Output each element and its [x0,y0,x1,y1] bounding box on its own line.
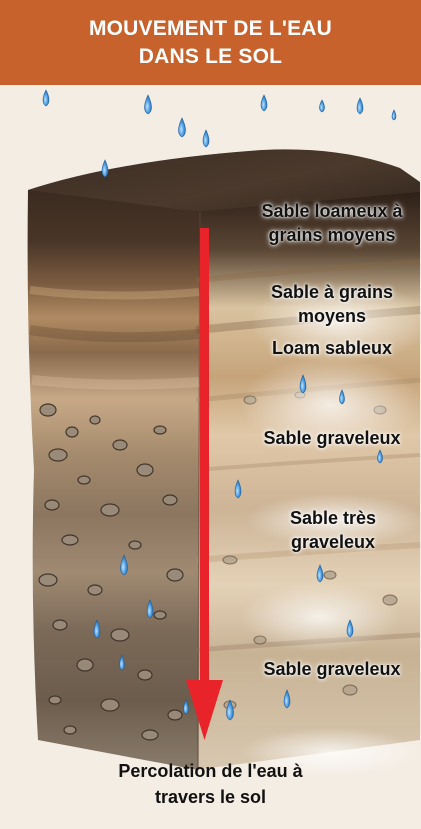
layer-2-line-2: moyens [248,304,416,328]
layer-1-line-2: grains moyens [244,223,420,247]
bottom-caption: Percolation de l'eau à travers le sol [0,758,421,810]
layer-label-5: Sable très graveleux [258,506,408,554]
layer-2-line-1: Sable à grains [248,280,416,304]
caption-line-1: Percolation de l'eau à [0,758,421,784]
layer-3-line-1: Loam sableux [248,336,416,360]
layer-label-6: Sable graveleux [244,657,420,681]
layer-label-3: Loam sableux [248,336,416,360]
soil-block-illustration [0,85,421,829]
title-line-1: MOUVEMENT DE L'EAU [89,15,332,43]
title-banner: MOUVEMENT DE L'EAU DANS LE SOL [0,0,421,85]
layer-label-2: Sable à grains moyens [248,280,416,328]
layer-4-line-1: Sable graveleux [244,426,420,450]
layer-label-4: Sable graveleux [244,426,420,450]
layer-1-line-1: Sable loameux à [244,199,420,223]
title-line-2: DANS LE SOL [139,43,282,71]
layer-5-line-1: Sable très [258,506,408,530]
layer-5-line-2: graveleux [258,530,408,554]
caption-line-2: travers le sol [0,784,421,810]
layer-6-line-1: Sable graveleux [244,657,420,681]
layer-label-1: Sable loameux à grains moyens [244,199,420,247]
